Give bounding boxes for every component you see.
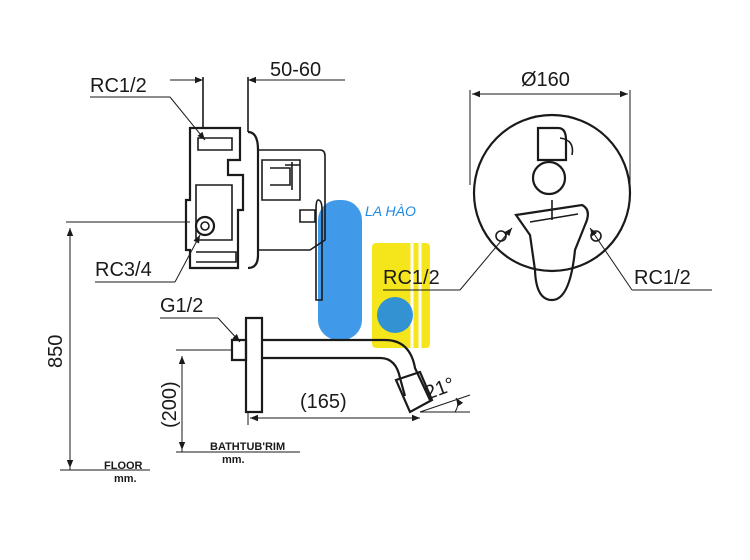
label-rc12-top: RC1/2	[90, 75, 147, 97]
label-floor-unit: mm.	[114, 473, 137, 485]
diverter-knob	[536, 126, 568, 162]
label-floor: FLOOR	[104, 460, 143, 472]
front-view: Ø160 RC1/2 RC1/2	[383, 69, 712, 302]
label-height-850: 850	[45, 335, 67, 368]
diverter-body	[531, 160, 567, 196]
label-rc12-left: RC1/2	[383, 267, 440, 289]
valve-housing	[184, 126, 245, 270]
label-diameter: Ø160	[521, 69, 570, 91]
label-spout-length: (165)	[300, 391, 347, 413]
label-rc34: RC3/4	[95, 259, 152, 281]
logo-brand-text: LA HÀO	[365, 203, 416, 219]
watermark-logo: LA HÀO	[318, 200, 430, 348]
spout-nozzle	[394, 370, 434, 414]
label-depth: 50-60	[270, 59, 321, 81]
label-g12: G1/2	[160, 295, 203, 317]
side-view: RC1/2 50-60 RC3/4 850 FLOOR mm. G1/2	[45, 59, 471, 485]
lever-handle	[514, 203, 589, 302]
label-rc12-right: RC1/2	[634, 267, 691, 289]
cover-plate	[247, 130, 260, 270]
screw-left	[495, 230, 507, 242]
cover-plate-front	[472, 113, 632, 273]
spout-top	[262, 338, 431, 401]
label-angle: 21°	[422, 374, 458, 405]
valve-port	[194, 215, 216, 237]
label-rim-height: (200)	[159, 381, 181, 428]
logo-blue-dot	[377, 297, 413, 333]
logo-blue-bar	[318, 200, 362, 340]
wall-connector	[230, 338, 248, 362]
label-bathtub-rim-unit: mm.	[222, 454, 245, 466]
handle-lever	[315, 199, 323, 301]
spout-flange	[244, 316, 264, 414]
label-bathtub-rim: BATHTUB'RIM	[210, 441, 285, 453]
